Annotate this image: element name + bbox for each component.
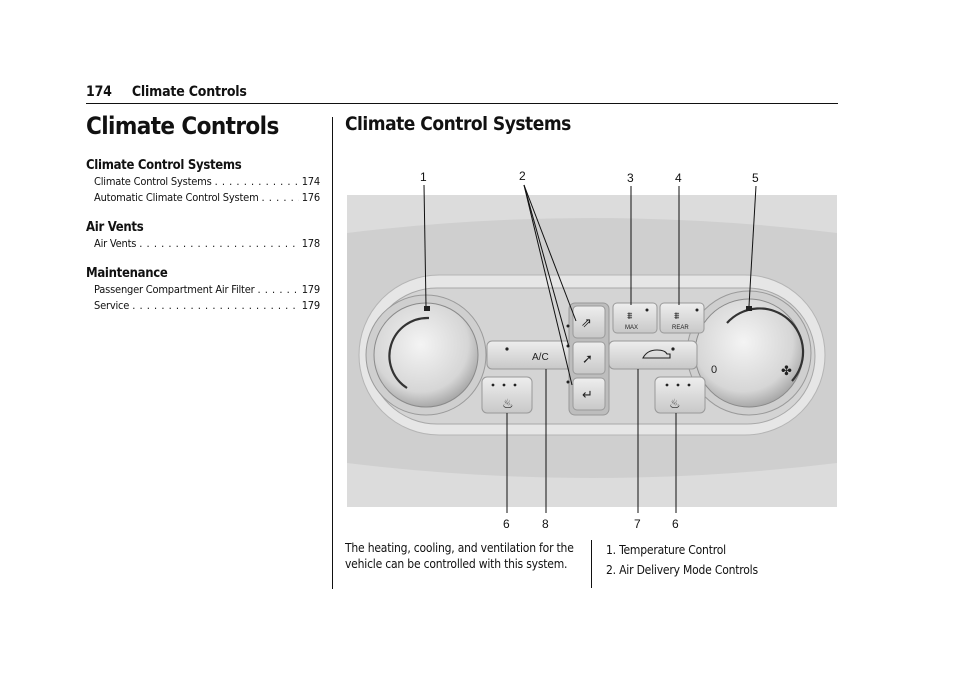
- toc-heading: Maintenance: [86, 266, 168, 281]
- max-defrost-label: MAX: [625, 325, 638, 331]
- ac-button-label: A/C: [532, 352, 549, 363]
- callout-2: 2: [519, 169, 526, 183]
- mode-face-icon: ➚: [582, 351, 593, 366]
- recirculation-car-icon: [642, 349, 671, 359]
- rear-defrost-label: REAR: [672, 325, 689, 331]
- legend-item: 1. Temperature Control: [606, 543, 726, 557]
- rear-defrost-icon: ⩩: [674, 311, 680, 322]
- toc-entry-page: 178: [301, 237, 321, 250]
- toc-entry-page: 176: [301, 191, 321, 204]
- legend-item: 2. Air Delivery Mode Controls: [606, 563, 758, 577]
- dot-leader: [139, 236, 298, 252]
- toc-entry-label: Climate Control Systems: [94, 175, 212, 188]
- fan-knob-right: 0 ✤: [686, 290, 812, 416]
- body-paragraph: The heating, cooling, and ventilation fo…: [345, 541, 574, 571]
- figure-legend: 1. Temperature Control 2. Air Delivery M…: [606, 540, 758, 580]
- toc-entry-label: Service: [94, 299, 130, 312]
- climate-control-figure: 0 ✤ A/C ⇗ ➚ ↵: [347, 163, 837, 533]
- max-defrost-button: ⩩ MAX: [612, 302, 658, 334]
- fan-icon: ✤: [781, 363, 792, 378]
- toc-entry-label: Automatic Climate Control System: [94, 191, 259, 204]
- callout-7: 7: [634, 517, 641, 531]
- toc-entry-label: Air Vents: [94, 237, 137, 250]
- toc-entry-label: Passenger Compartment Air Filter: [94, 283, 255, 296]
- temperature-knob-left: [365, 294, 487, 416]
- toc-section-air-vents: Air Vents Air Vents 178: [86, 220, 320, 252]
- toc-entry[interactable]: Passenger Compartment Air Filter 179: [86, 282, 320, 298]
- running-head-title: Climate Controls: [131, 84, 247, 100]
- mode-button-defrost-floor: [572, 305, 606, 339]
- mode-button-face: [572, 341, 606, 375]
- toc-entry[interactable]: Automatic Climate Control System 176: [86, 190, 320, 206]
- callout-8: 8: [542, 517, 549, 531]
- dot-leader: [132, 298, 299, 314]
- running-head: 174 Climate Controls: [86, 84, 247, 100]
- dot-leader: [262, 190, 299, 206]
- toc-entry-page: 174: [301, 175, 321, 188]
- rear-defrost-button: ⩩ REAR: [659, 302, 705, 334]
- toc-entry-page: 179: [301, 283, 321, 296]
- mode-button-floor: [572, 377, 606, 411]
- air-delivery-mode-buttons: ⇗ ➚ ↵: [566, 302, 610, 416]
- dot-leader: [215, 174, 299, 190]
- mode-floor-icon: ↵: [582, 387, 593, 402]
- callout-4: 4: [675, 171, 682, 185]
- callout-5: 5: [752, 171, 759, 185]
- section-title: Climate Control Systems: [345, 113, 571, 135]
- max-defrost-icon: ⩩: [627, 311, 633, 322]
- callout-6-left: 6: [503, 517, 510, 531]
- chapter-toc: Climate Controls Climate Control Systems…: [86, 110, 320, 314]
- heated-seat-button-right: ♨: [654, 376, 706, 414]
- heated-seat-left-icon: ♨: [502, 396, 514, 411]
- toc-entry[interactable]: Air Vents 178: [86, 236, 320, 252]
- callout-leader-lines: [423, 184, 757, 513]
- toc-entry[interactable]: Service 179: [86, 298, 320, 314]
- toc-heading: Climate Control Systems: [86, 158, 242, 173]
- header-rule: [86, 103, 838, 104]
- heated-seat-button-left: ♨: [481, 376, 533, 414]
- recirculation-button: [608, 340, 698, 370]
- toc-section-climate-control-systems: Climate Control Systems Climate Control …: [86, 158, 320, 206]
- column-divider-bottom: [591, 540, 592, 588]
- page-number: 174: [86, 84, 112, 100]
- dot-leader: [257, 282, 298, 298]
- chapter-title: Climate Controls: [86, 112, 279, 140]
- fan-off-label: 0: [711, 364, 717, 376]
- heated-seat-right-icon: ♨: [669, 396, 681, 411]
- toc-heading: Air Vents: [86, 220, 144, 235]
- callout-3: 3: [627, 171, 634, 185]
- toc-entry-page: 179: [301, 299, 321, 312]
- toc-section-maintenance: Maintenance Passenger Compartment Air Fi…: [86, 266, 320, 314]
- callout-6-right: 6: [672, 517, 679, 531]
- callout-1: 1: [420, 170, 427, 184]
- mode-defrost-icon: ⇗: [581, 315, 592, 330]
- toc-entry[interactable]: Climate Control Systems 174: [86, 174, 320, 190]
- column-divider: [332, 117, 333, 589]
